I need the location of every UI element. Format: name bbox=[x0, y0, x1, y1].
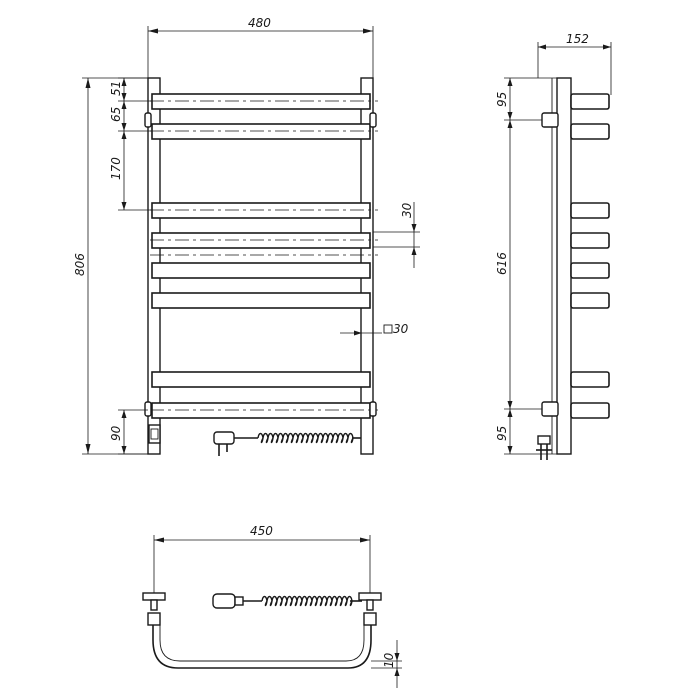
dim-tube-section: 30 bbox=[393, 322, 409, 336]
side-plug bbox=[536, 435, 552, 460]
side-bracket-top bbox=[541, 112, 559, 128]
right-top-stud bbox=[369, 112, 377, 128]
side-bar-end bbox=[570, 292, 610, 309]
bottom-view: 450 10 bbox=[142, 524, 402, 688]
left-bottom-stud bbox=[144, 401, 152, 417]
dim-side-connection-distance: 616 bbox=[495, 252, 509, 275]
bottom-profile-inner bbox=[159, 625, 365, 662]
side-bar-end bbox=[570, 202, 610, 219]
side-bar-end bbox=[570, 262, 610, 279]
front-bar bbox=[151, 202, 371, 219]
dim-top-gap-1: 51 bbox=[109, 81, 123, 96]
front-cable bbox=[213, 431, 361, 456]
side-bar-end bbox=[570, 232, 610, 249]
bottom-profile-outer bbox=[152, 622, 372, 669]
side-bar-end bbox=[570, 402, 610, 419]
dim-bar-spacing: 170 bbox=[109, 157, 123, 180]
front-bar bbox=[151, 402, 371, 419]
side-collector bbox=[556, 77, 572, 455]
dim-front-width: 480 bbox=[248, 16, 271, 30]
dim-side-bottom-offset: 95 bbox=[495, 426, 509, 441]
front-bar bbox=[151, 232, 371, 249]
front-dimensions bbox=[82, 26, 420, 455]
plug-body bbox=[213, 431, 235, 445]
right-bottom-stud bbox=[369, 401, 377, 417]
terminal-box bbox=[148, 424, 161, 444]
coiled-cable bbox=[257, 432, 354, 444]
dim-bar-thickness: 30 bbox=[400, 202, 414, 218]
dim-bottom-width: 450 bbox=[250, 524, 273, 538]
front-view: 480 806 51 65 170 30 30 90 bbox=[73, 16, 420, 456]
side-bar-ends bbox=[570, 93, 610, 419]
side-view: 152 95 616 95 bbox=[495, 32, 612, 460]
dim-bottom-gap: 10 bbox=[382, 652, 396, 668]
terminal-box-inner bbox=[150, 428, 159, 440]
side-bracket-bottom bbox=[541, 401, 559, 417]
dim-bottom-offset: 90 bbox=[109, 425, 123, 441]
bottom-coiled-cable bbox=[261, 595, 353, 607]
front-bar bbox=[151, 262, 371, 279]
side-bar-end bbox=[570, 123, 610, 140]
dim-front-height: 806 bbox=[73, 253, 87, 276]
left-top-stud bbox=[144, 112, 152, 128]
dim-side-depth: 152 bbox=[566, 32, 589, 46]
front-bars bbox=[150, 93, 378, 419]
dim-top-gap-2: 65 bbox=[109, 107, 123, 122]
front-bar bbox=[151, 93, 371, 110]
side-bar-end bbox=[570, 93, 610, 110]
front-bar bbox=[151, 371, 371, 388]
side-bar-end bbox=[570, 371, 610, 388]
front-bar bbox=[151, 123, 371, 140]
dim-side-top-offset: 95 bbox=[495, 92, 509, 107]
front-bar bbox=[151, 292, 371, 309]
